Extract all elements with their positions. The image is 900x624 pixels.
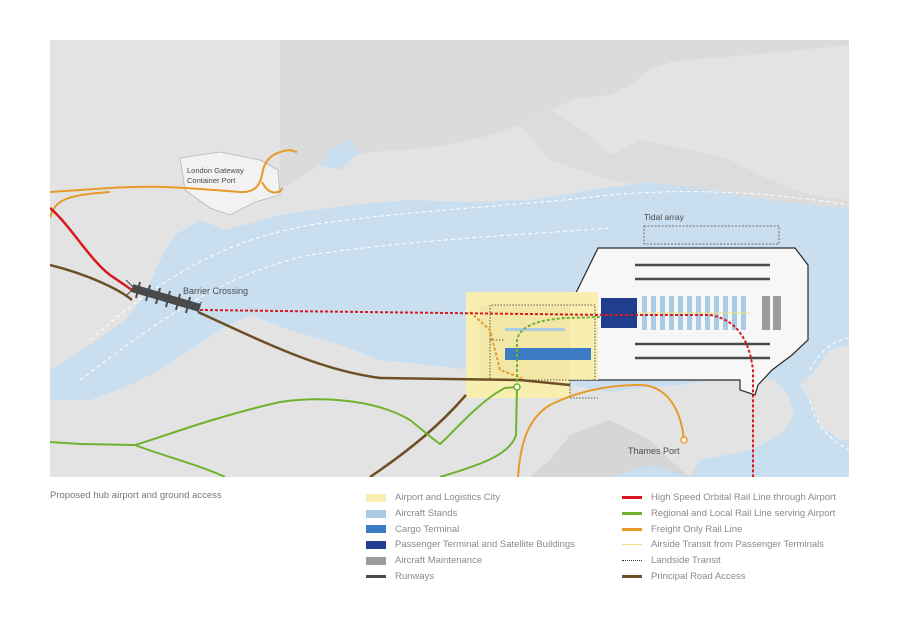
legend-item: Regional and Local Rail Line serving Air… — [622, 506, 836, 522]
barrier-arrow-west — [125, 279, 135, 297]
legend-item: Cargo Terminal — [366, 521, 575, 537]
legend-lines: High Speed Orbital Rail Line through Air… — [622, 490, 836, 584]
landside-transit-link — [490, 339, 598, 399]
container-port-label-1: London Gateway — [187, 166, 244, 175]
logistics-city-buildings — [480, 305, 570, 380]
legend-label: Cargo Terminal — [395, 523, 460, 535]
legend-item: Aircraft Maintenance — [366, 553, 575, 569]
legend-swatch — [366, 556, 386, 565]
shipping-lane-east-south — [809, 399, 849, 451]
freight-rail-airport — [469, 311, 523, 379]
legend-line-swatch — [622, 512, 642, 516]
legend-item: Passenger Terminal and Satellite Buildin… — [366, 537, 575, 553]
north-shore-land — [280, 40, 849, 190]
river-channel-west — [145, 220, 225, 295]
legend-label: Landside Transit — [651, 555, 721, 567]
runways-group — [635, 263, 770, 360]
legend-label: Airside Transit from Passenger Terminals — [651, 539, 824, 551]
legend-item: Landside Transit — [622, 553, 836, 569]
regional-rail-west — [50, 386, 518, 447]
legend-label: Runways — [395, 570, 435, 582]
legend-label: Regional and Local Rail Line serving Air… — [651, 508, 836, 520]
legend-item: Aircraft Stands — [366, 506, 575, 522]
legend-line-swatch — [622, 544, 642, 546]
road-south — [369, 394, 467, 477]
road-north-west — [50, 263, 133, 301]
thames-port-station — [680, 436, 688, 444]
legend-item: Freight Only Rail Line — [622, 521, 836, 537]
cargo-terminal — [505, 348, 591, 360]
cargo-stands — [505, 328, 565, 331]
legend-item: Runways — [366, 568, 575, 584]
barrier-crossing-label: Barrier Crossing — [183, 286, 248, 296]
regional-rail-airport — [516, 316, 603, 387]
landside-transit — [489, 304, 596, 381]
shipping-lane-east — [809, 337, 849, 371]
shipping-lane-north — [89, 191, 849, 341]
south-east-marsh — [530, 420, 690, 477]
river-west-inlet — [130, 278, 175, 385]
legend-label: High Speed Orbital Rail Line through Air… — [651, 492, 836, 504]
container-port-area — [179, 151, 281, 216]
container-port-label-2: Container Port — [187, 176, 236, 185]
road-main — [197, 310, 571, 387]
legend-line-swatch — [622, 560, 642, 562]
aircraft-maintenance-2 — [773, 296, 781, 330]
regional-rail-branch — [134, 444, 226, 477]
legend-label: Aircraft Maintenance — [395, 555, 483, 567]
legend-swatch — [366, 540, 386, 549]
legend-line-swatch — [366, 574, 386, 578]
map-caption: Proposed hub airport and ground access — [50, 490, 222, 501]
north-creek — [320, 140, 360, 170]
high-speed-rail-through — [199, 309, 754, 477]
site-map: London Gateway Container Port Tidal arra… — [50, 40, 849, 477]
passenger-terminal — [601, 298, 637, 328]
legend-item: Principal Road Access — [622, 568, 836, 584]
legend-label: Principal Road Access — [651, 570, 746, 582]
regional-rail-south — [439, 386, 518, 477]
east-channel — [690, 385, 849, 477]
tidal-array-label: Tidal array — [644, 212, 685, 222]
legend-label: Airport and Logistics City — [395, 492, 501, 504]
legend-line-swatch — [622, 496, 642, 500]
legend-label: Aircraft Stands — [395, 508, 458, 520]
north-shore-land-2 — [520, 110, 849, 215]
legend-label: Passenger Terminal and Satellite Buildin… — [395, 539, 575, 551]
freight-rail-south — [517, 383, 685, 477]
legend-label: Freight Only Rail Line — [651, 523, 743, 535]
high-speed-rail-west — [50, 207, 133, 292]
south-river-lower — [610, 465, 690, 477]
legend-swatch — [366, 509, 386, 518]
barrier-piers — [135, 281, 191, 314]
legend-line-swatch — [622, 527, 642, 531]
tidal-array — [643, 225, 780, 245]
shipping-lane-south — [79, 227, 611, 381]
legend-item: High Speed Orbital Rail Line through Air… — [622, 490, 836, 506]
aircraft-maintenance-1 — [762, 296, 770, 330]
freight-rail-north-branch — [50, 191, 111, 219]
barrier-arrow-east — [193, 301, 203, 316]
legend-item: Airport and Logistics City — [366, 490, 575, 506]
legend-swatch — [366, 525, 386, 534]
legend-line-swatch — [622, 574, 642, 578]
freight-rail-north — [50, 148, 298, 194]
legend-swatch — [366, 493, 386, 502]
legend-item: Airside Transit from Passenger Terminals — [622, 537, 836, 553]
thames-port-label: Thames Port — [628, 446, 680, 456]
airport-regional-station — [513, 383, 521, 391]
